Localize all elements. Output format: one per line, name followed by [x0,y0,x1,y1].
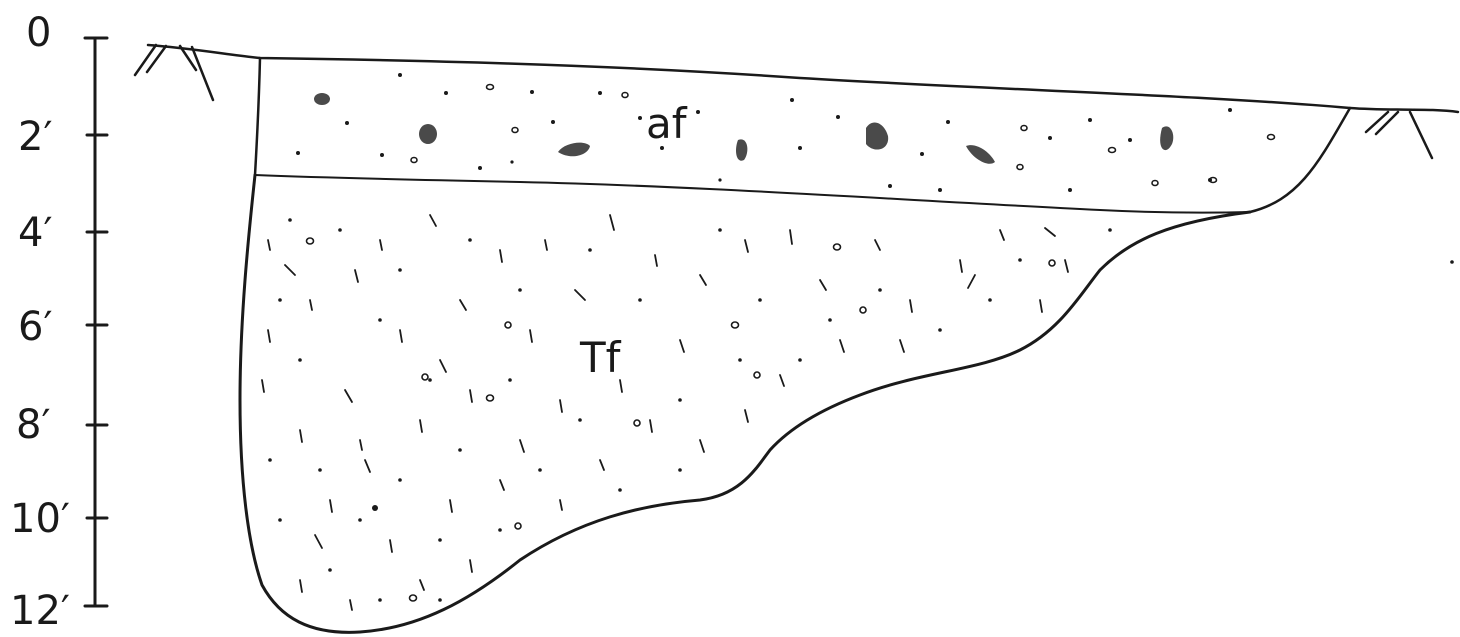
clast [736,139,747,160]
vegetation-left-icon [135,45,213,100]
unit-label-af: af [646,99,688,148]
unit-label-tf: Tf [579,333,622,382]
unit-tf: Tf [240,175,1454,632]
depth-label-0: 0 [26,10,51,56]
clast [1160,126,1173,150]
vegetation-right-icon [1366,112,1432,158]
tf-pebbles [307,238,1056,601]
depth-scale: 0 2′ 4′ 6′ 8′ 10′ 12′ [10,10,107,634]
ground-surface [135,45,1458,158]
tf-texture [262,215,1068,610]
ground-surface-line [148,45,1458,112]
depth-label-4: 4′ [18,210,53,256]
tf-dots [268,218,1454,602]
clast [966,145,995,164]
af-pebbles [411,85,1275,186]
clast [866,122,888,149]
af-trench-wall [255,58,260,175]
clast [314,93,330,105]
depth-label-6: 6′ [18,304,53,350]
clast [558,143,590,157]
af-base-contact [255,175,1250,213]
clast [419,124,437,144]
depth-label-10: 10′ [10,496,70,542]
unit-af: af [255,58,1350,213]
depth-label-2: 2′ [18,114,53,160]
depth-label-8: 8′ [16,402,51,448]
depth-label-12: 12′ [10,588,70,634]
af-right-wall [1250,108,1350,212]
af-clasts [314,93,1173,164]
